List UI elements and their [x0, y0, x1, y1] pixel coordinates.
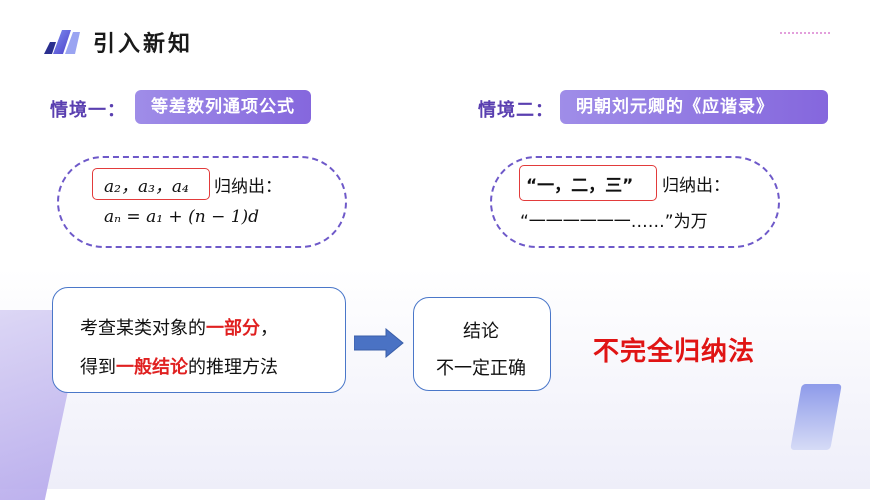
decorative-dots — [780, 32, 830, 34]
definition-line2: 得到一般结论的推理方法 — [80, 353, 278, 379]
scene2-highlight-box — [519, 165, 657, 201]
scene1-panel — [57, 156, 347, 248]
scene2-conclusion: “一一一一一一……”为万 — [520, 212, 708, 232]
logo-icon — [44, 30, 80, 54]
definition-line1-post: ， — [260, 318, 278, 339]
definition-box — [52, 287, 346, 393]
definition-line1-highlight: 一部分 — [206, 318, 260, 339]
definition-line1-pre: 考查某类对象的 — [80, 318, 206, 339]
scene2-tag: 明朝刘元卿的《应谐录》 — [560, 90, 828, 124]
definition-line2-highlight: 一般结论 — [116, 357, 188, 378]
scene1-terms: a₂，a₃，a₄ — [104, 177, 189, 197]
scene1-highlight-box — [92, 168, 210, 200]
method-label: 不完全归纳法 — [593, 337, 756, 367]
result-line1: 结论 — [463, 321, 499, 342]
result-box — [413, 297, 551, 391]
scene1-formula: aₙ = a₁ + (n − 1)d — [104, 207, 260, 227]
definition-line1: 考查某类对象的一部分， — [80, 314, 278, 340]
scene2-label: 情境二： — [478, 100, 554, 121]
scene1-label: 情境一： — [50, 100, 126, 121]
right-arrow-icon — [354, 328, 404, 358]
scene1-induce: 归纳出： — [214, 177, 282, 197]
scene2-panel — [490, 156, 780, 248]
definition-line2-post: 的推理方法 — [188, 357, 278, 378]
scene2-induce: 归纳出： — [662, 176, 730, 196]
page-title: 引入新知 — [93, 32, 194, 57]
scene2-terms: “一，二，三” — [526, 176, 634, 196]
result-line2: 不一定正确 — [436, 358, 526, 379]
definition-line2-pre: 得到 — [80, 357, 116, 378]
scene1-tag: 等差数列通项公式 — [135, 90, 311, 124]
